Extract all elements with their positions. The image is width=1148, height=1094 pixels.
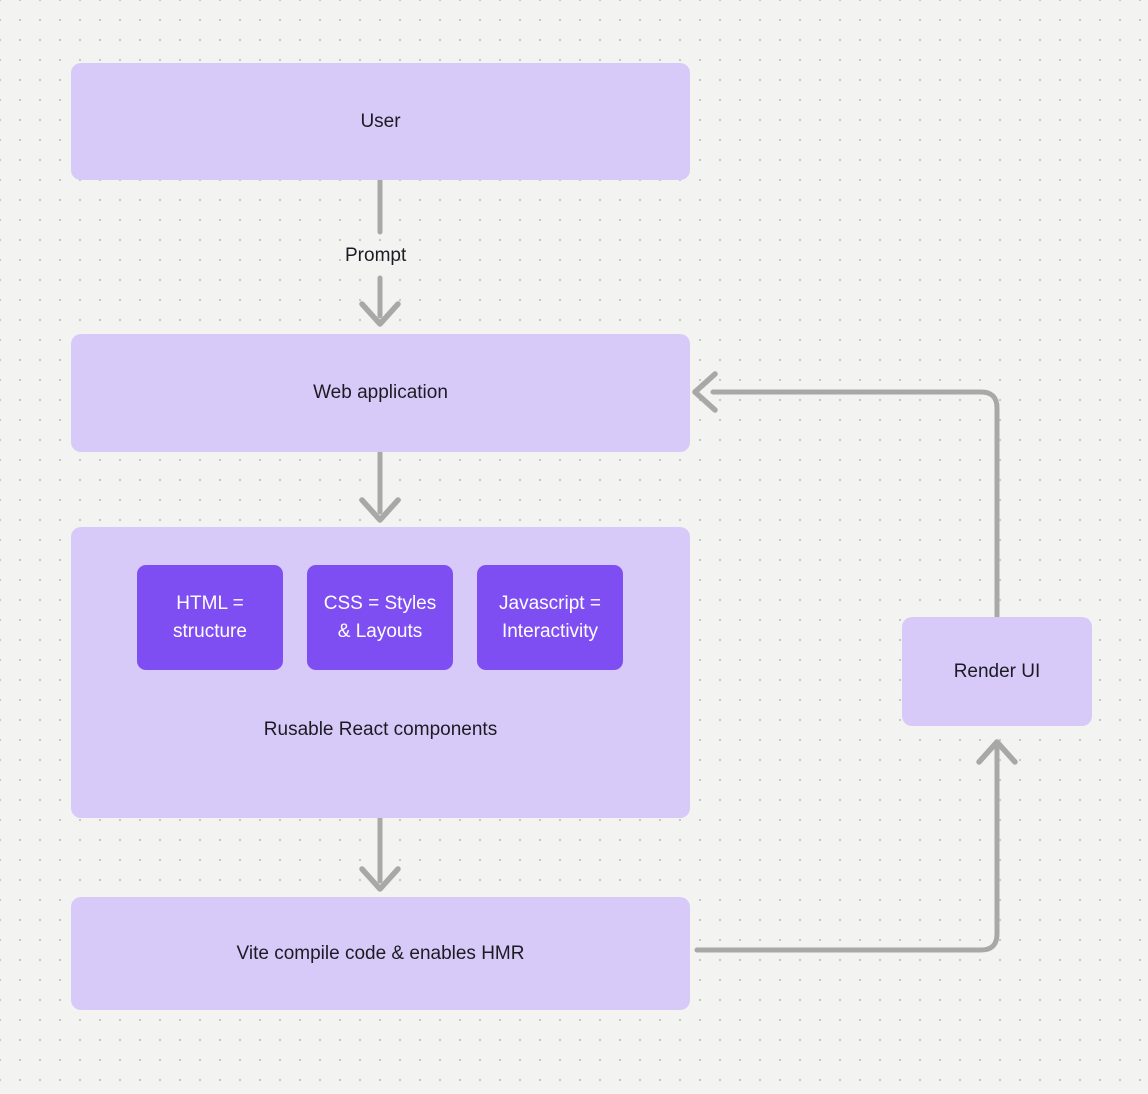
node-web-application-label: Web application [313,382,448,404]
node-user-label: User [360,110,401,132]
node-render-ui-label: Render UI [953,660,1041,682]
edge-components-to-vite [359,815,401,892]
node-render-ui[interactable]: Render UI [902,617,1092,726]
node-components-group[interactable]: HTML = structure CSS = Styles & Layouts … [71,527,690,818]
edge-label-prompt: Prompt [345,245,407,266]
node-user[interactable]: User [71,63,690,180]
node-web-application[interactable]: Web application [71,334,690,452]
node-javascript-label: Javascript = Interactivity [499,592,601,642]
edge-render-ui-to-web-application [692,371,1000,620]
node-vite[interactable]: Vite compile code & enables HMR [71,897,690,1010]
node-css[interactable]: CSS = Styles & Layouts [307,565,453,670]
node-javascript[interactable]: Javascript = Interactivity [477,565,623,670]
edge-vite-to-render-ui [694,739,1018,953]
node-html[interactable]: HTML = structure [137,565,283,670]
node-css-label: CSS = Styles & Layouts [323,592,437,642]
node-vite-label: Vite compile code & enables HMR [236,942,525,964]
node-components-group-label: Rusable React components [263,719,498,740]
node-html-label: HTML = structure [173,592,247,642]
edge-web-application-to-components [359,449,401,523]
